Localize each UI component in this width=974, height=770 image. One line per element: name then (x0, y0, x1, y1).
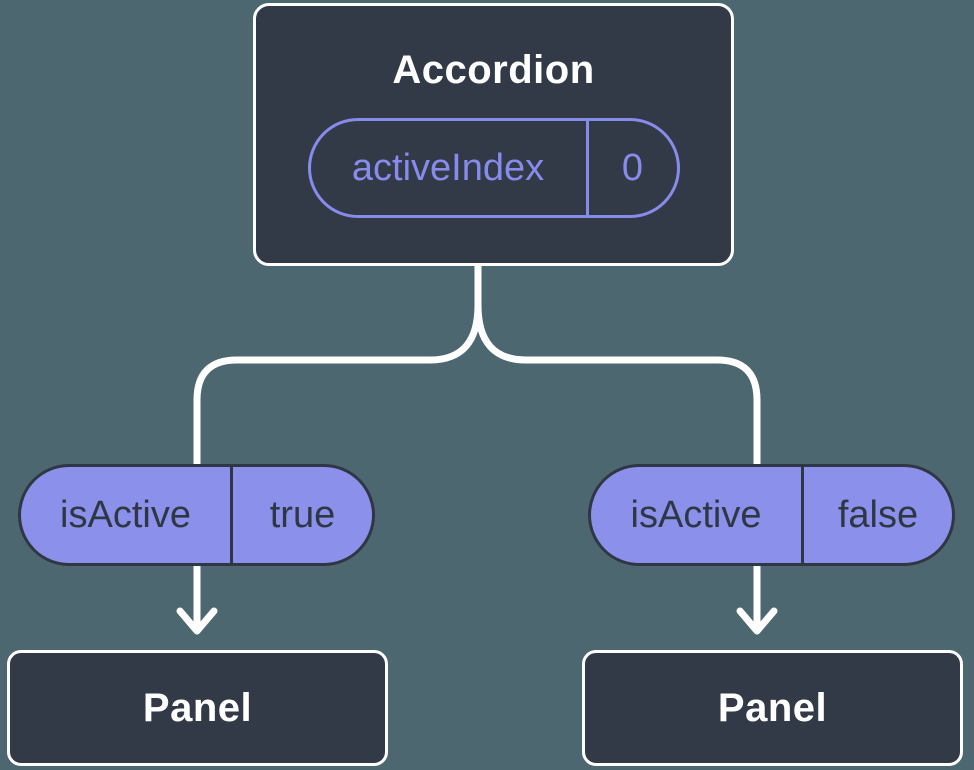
right-isactive-prop-pill: isActive false (588, 464, 955, 566)
state-name: activeIndex (351, 147, 545, 189)
prop-value: true (269, 494, 336, 536)
accordion-title: Accordion (392, 48, 595, 92)
left-isactive-prop-pill: isActive true (18, 464, 375, 566)
right-panel-node: Panel (582, 650, 963, 766)
right-arrowhead-icon (736, 607, 778, 635)
left-panel-node: Panel (7, 650, 388, 766)
left-branch-line (193, 262, 482, 632)
prop-value: false (837, 494, 919, 536)
pill-divider (801, 467, 804, 563)
panel-title: Panel (142, 686, 253, 730)
active-index-state-pill: activeIndex 0 (307, 118, 680, 218)
state-value: 0 (621, 147, 644, 189)
prop-name: isActive (60, 494, 191, 536)
panel-title: Panel (717, 686, 828, 730)
right-branch-line (474, 262, 761, 632)
pill-divider (230, 467, 233, 563)
pill-divider (585, 121, 589, 215)
left-arrowhead-icon (176, 607, 218, 635)
accordion-node: Accordion activeIndex 0 (253, 3, 734, 266)
prop-name: isActive (630, 494, 762, 536)
